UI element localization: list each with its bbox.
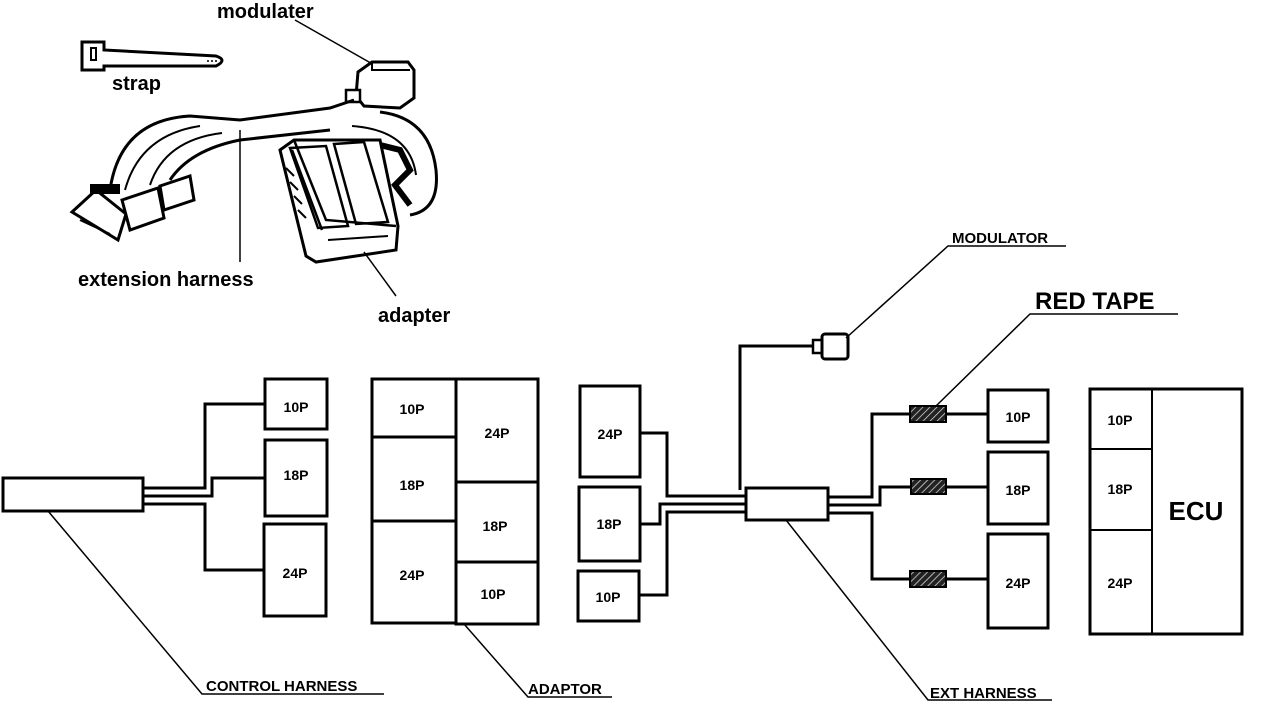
ext-out-wire-10p — [828, 412, 988, 499]
ext-input-connector-24p: 24P — [578, 384, 642, 479]
connector-label: 24P — [283, 565, 308, 581]
control-wire-24p — [143, 502, 264, 572]
adapter-label: adapter — [378, 305, 450, 327]
control-harness-label: CONTROL HARNESS — [206, 678, 357, 695]
connector-label: 24P — [1006, 575, 1031, 591]
adaptor-port-label: 18P — [400, 477, 425, 493]
adapter-illustration — [278, 138, 400, 264]
ecu-body — [1088, 387, 1244, 636]
extension-harness-label: extension harness — [78, 269, 254, 291]
adaptor-port-label: 10P — [400, 401, 425, 417]
ext-harness: 24P 18P 10P MODULATOR RED TAPE — [576, 230, 1178, 702]
component-illustration: strap modulater extension harness — [69, 1, 450, 327]
modulater-leader-line — [294, 19, 377, 67]
adaptor-leader-line — [463, 623, 612, 698]
ecu: 10P 18P 24P ECU — [1088, 387, 1244, 636]
modulator-connector — [811, 332, 850, 361]
control-connector-10p: 10P — [263, 377, 329, 431]
ext-harness-body — [744, 486, 830, 522]
ext-input-connector-18p: 18P — [577, 485, 642, 563]
adaptor-port-label: 18P — [483, 518, 508, 534]
ecu-label: ECU — [1169, 496, 1224, 526]
red-tape-leader-line — [935, 313, 1178, 407]
modulator-label: MODULATOR — [952, 230, 1048, 247]
modulator-wire — [738, 344, 814, 490]
ext-wire-18p — [640, 502, 746, 526]
extension-harness-illustration — [69, 98, 438, 243]
control-connector-18p: 18P — [263, 438, 329, 518]
connector-label: 10P — [284, 399, 309, 415]
control-harness-leader-line — [47, 510, 384, 695]
ext-output-connector-10p: 10P — [986, 388, 1050, 444]
connector-label: 24P — [598, 426, 623, 442]
connector-label: 10P — [596, 589, 621, 605]
strap-label: strap — [112, 73, 161, 95]
control-harness-body — [1, 476, 145, 513]
red-tape-marker — [909, 405, 947, 423]
red-tape-label: RED TAPE — [1035, 288, 1155, 315]
ext-harness-leader-line — [785, 519, 1052, 701]
ecu-port-label: 24P — [1108, 575, 1133, 591]
modulater-label: modulater — [217, 1, 314, 23]
ecu-port-label: 18P — [1108, 481, 1133, 497]
ext-output-connector-18p: 18P — [986, 450, 1050, 526]
connector-label: 18P — [597, 516, 622, 532]
control-connector-24p: 24P — [262, 522, 328, 618]
connector-label: 18P — [1006, 482, 1031, 498]
control-wire-10p — [143, 402, 264, 490]
modulator-leader-line — [845, 245, 1066, 339]
adaptor-label: ADAPTOR — [528, 681, 602, 698]
control-wire-18p — [143, 476, 264, 498]
strap-illustration — [80, 40, 224, 72]
connector-label: 10P — [1006, 409, 1031, 425]
ecu-port-label: 10P — [1108, 412, 1133, 428]
ext-output-connector-24p: 24P — [986, 532, 1050, 630]
ext-input-connector-10p: 10P — [576, 569, 641, 623]
control-harness: 10P 18P 24P CONTROL HARNESS — [1, 377, 384, 695]
adaptor-port-label: 24P — [485, 425, 510, 441]
adaptor: 10P 18P 24P 24P 18P 10P ADAPTOR — [370, 377, 612, 698]
red-tape-marker — [909, 570, 947, 588]
adapter-leader-line — [363, 251, 397, 297]
modulater-illustration — [344, 60, 416, 110]
adaptor-port-label: 24P — [400, 567, 425, 583]
ext-harness-label: EXT HARNESS — [930, 685, 1037, 702]
red-tape-marker — [910, 478, 947, 495]
ext-out-wire-24p — [828, 511, 988, 581]
ext-wire-10p — [639, 510, 746, 597]
connector-label: 18P — [284, 467, 309, 483]
adaptor-port-label: 10P — [481, 586, 506, 602]
ext-wire-24p — [640, 431, 746, 498]
